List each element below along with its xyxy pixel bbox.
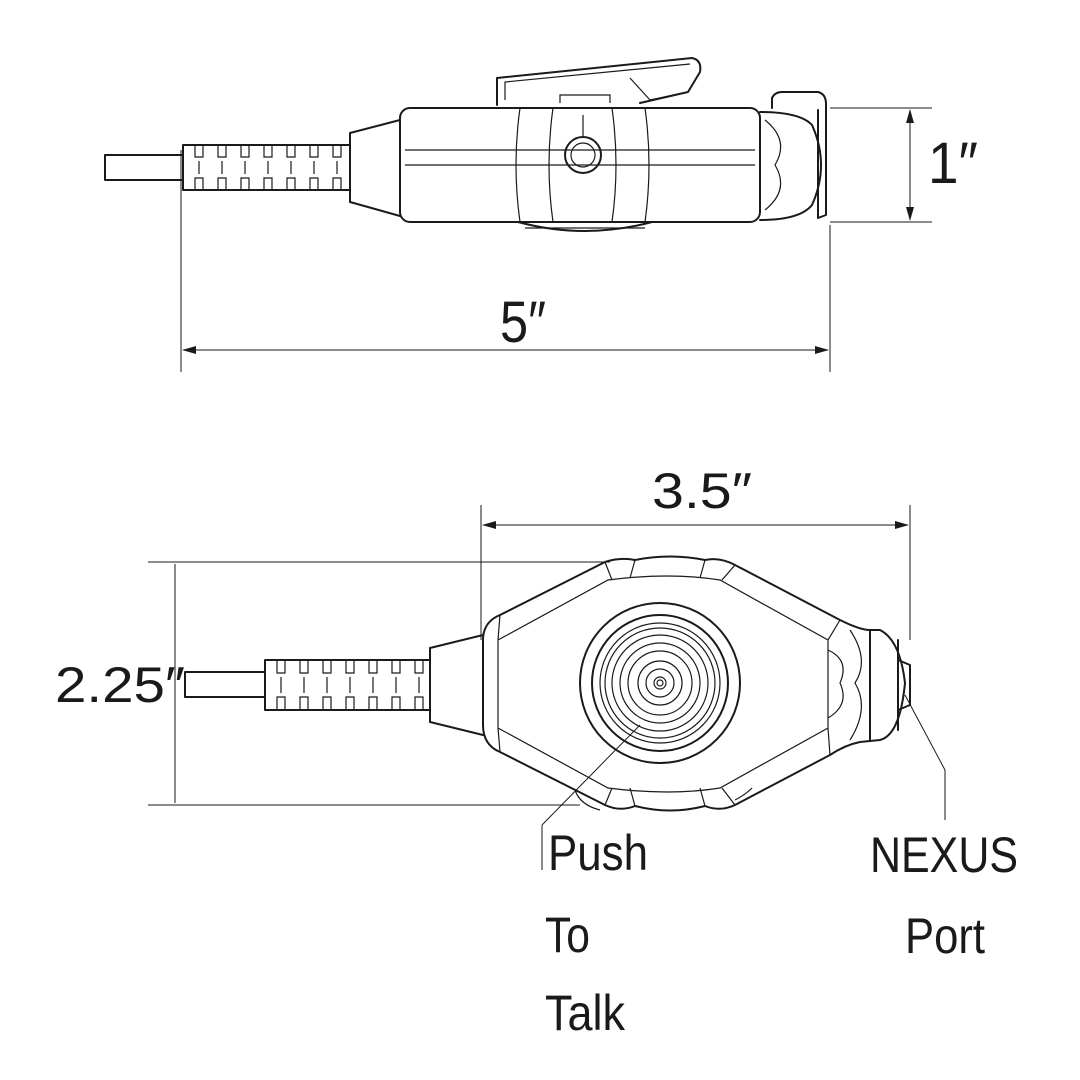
end-cap bbox=[759, 91, 827, 221]
length-label: 5″ bbox=[500, 290, 546, 355]
ptt-label-line1: Push bbox=[548, 825, 648, 881]
cable-neck bbox=[429, 634, 484, 736]
dimension-length: 3.5″ bbox=[480, 463, 911, 640]
length-label: 3.5″ bbox=[652, 463, 752, 519]
cable bbox=[104, 154, 184, 181]
strain-relief bbox=[264, 659, 431, 711]
ptt-callout: Push To Talk bbox=[541, 724, 648, 1041]
nexus-label-line2: Port bbox=[905, 908, 985, 964]
height-label: 1″ bbox=[928, 131, 978, 196]
dimension-width: 2.25″ bbox=[55, 561, 610, 806]
cable-neck bbox=[349, 119, 401, 217]
belt-clip bbox=[496, 57, 702, 106]
strain-relief bbox=[182, 144, 351, 191]
cable bbox=[184, 671, 266, 698]
ptt-label-line3: Talk bbox=[545, 985, 626, 1041]
nexus-callout: NEXUS Port bbox=[870, 694, 1018, 964]
push-to-talk-button bbox=[579, 602, 741, 764]
device-body bbox=[482, 555, 911, 812]
side-view: 1″ 5″ bbox=[104, 57, 978, 372]
dimension-length: 5″ bbox=[180, 150, 831, 372]
top-view: 3.5″ 2.25″ Push To Talk NEXUS Port bbox=[55, 463, 1018, 1041]
device-body bbox=[399, 107, 761, 232]
ptt-label-line2: To bbox=[545, 907, 590, 963]
nexus-label-line1: NEXUS bbox=[870, 827, 1018, 883]
dimension-height: 1″ bbox=[830, 107, 978, 223]
width-label: 2.25″ bbox=[55, 657, 185, 713]
